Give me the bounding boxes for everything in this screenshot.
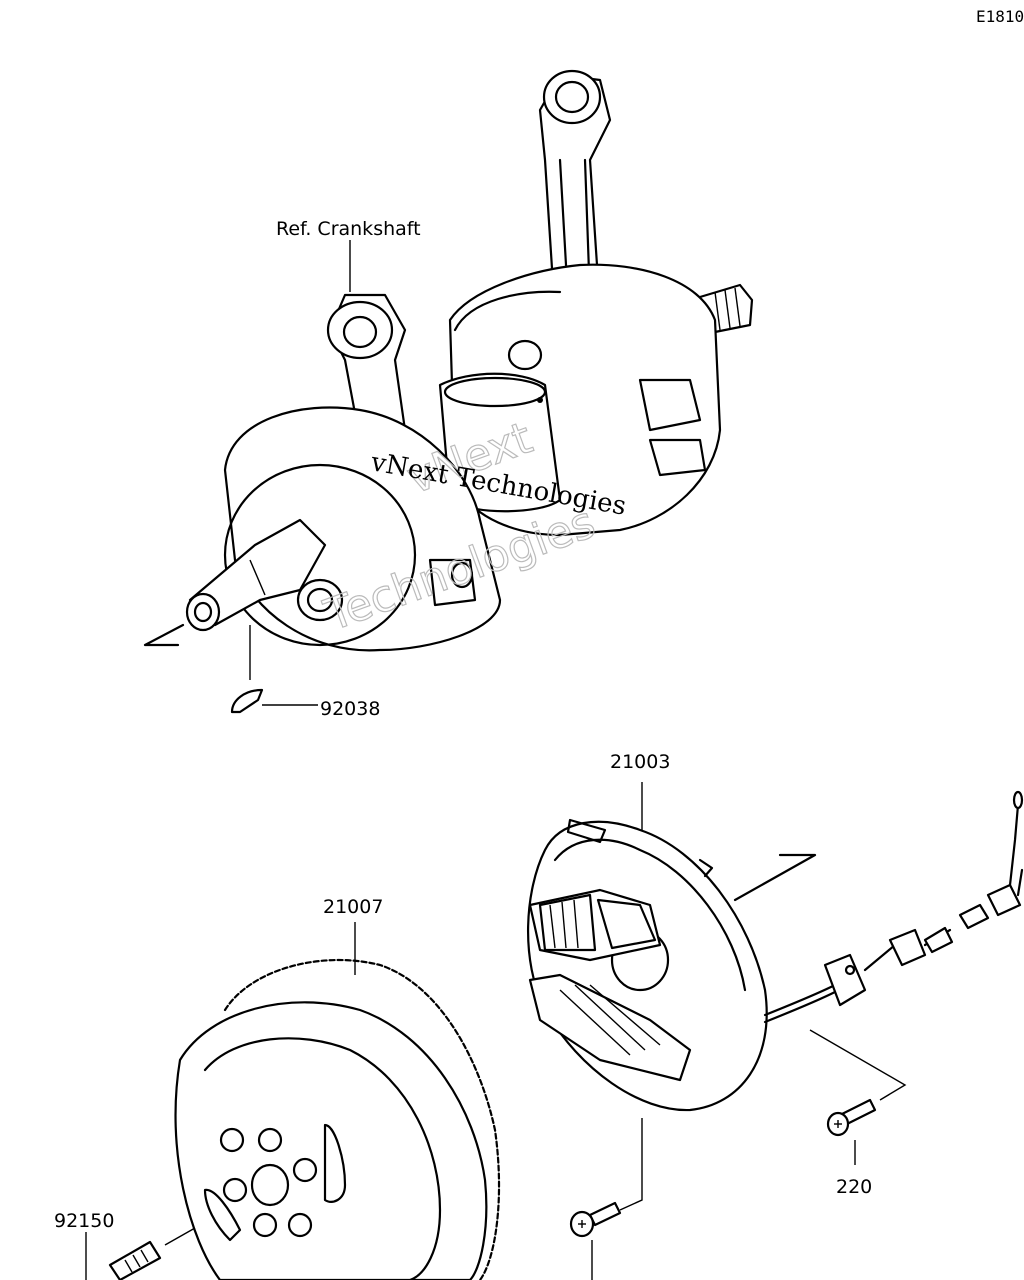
part-220-leader	[809, 1029, 907, 1101]
bolt-axis-line	[164, 1227, 196, 1246]
part-21007-label: 21007	[323, 896, 383, 918]
part-220-label: 220	[836, 1176, 872, 1198]
bolt-92150-illustration	[108, 1240, 162, 1280]
stator-screw-leader	[619, 1118, 643, 1211]
part-92150-label: 92150	[54, 1210, 114, 1232]
ref-crankshaft-label: Ref. Crankshaft	[276, 218, 421, 240]
screw-220-illustration	[826, 1098, 877, 1137]
stator-illustration	[527, 790, 1024, 1112]
part-21003-label: 21003	[610, 751, 670, 773]
stator-screw-illustration	[569, 1201, 622, 1238]
flywheel-illustration	[174, 958, 501, 1280]
crankshaft-illustration	[143, 69, 754, 714]
diagram-code: E1810	[976, 7, 1024, 26]
part-92038-label: 92038	[320, 698, 380, 720]
